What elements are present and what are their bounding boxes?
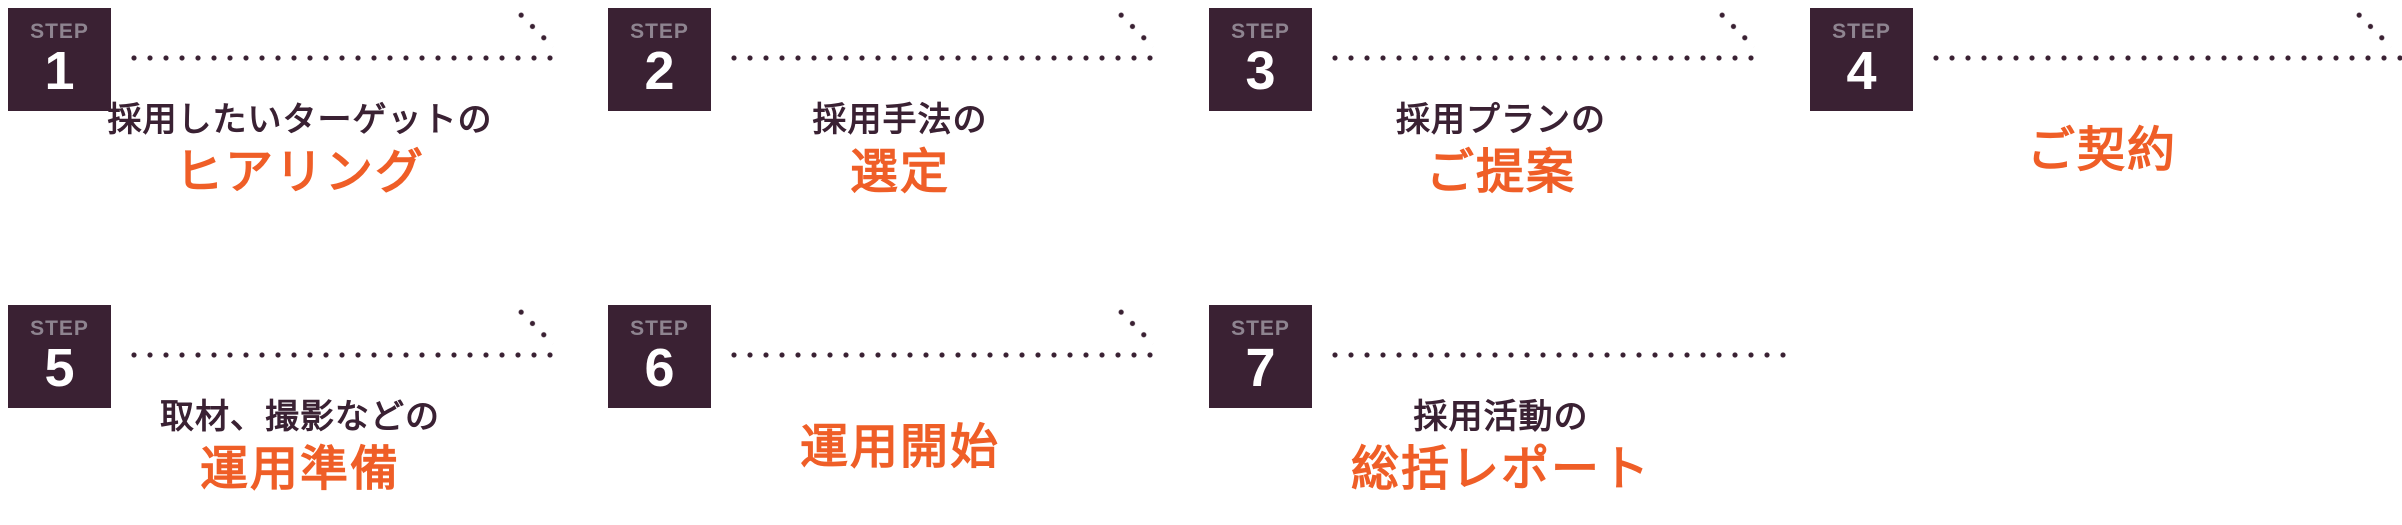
step-6-highlight: 運用開始 [799,421,1000,474]
step-4-number: 4 [1846,40,1877,101]
step-5-dotted-connector [131,352,555,358]
step-5: STEP 5 取材、撮影などの 運用準備 [0,305,600,520]
step-1-label: STEP [30,19,89,43]
step-3-label: STEP [1231,19,1290,43]
step-4-connector-tail [2354,10,2394,50]
step-3-box: STEP 3 [1209,8,1312,111]
step-6-box: STEP 6 [608,305,711,408]
step-7-dotted-connector [1332,352,1790,358]
step-4-box: STEP 4 [1810,8,1913,111]
step-7-title: 採用活動の [1413,398,1589,436]
step-2-connector-tail [1116,10,1156,50]
step-3-highlight: ご提案 [1425,146,1576,199]
step-2-number: 2 [644,40,675,101]
step-3-connector-tail [1717,10,1757,50]
step-6: STEP 6 運用開始 [600,305,1200,520]
step-4-dotted-connector [1933,55,2402,61]
step-1-highlight: ヒアリング [174,146,425,199]
step-4: STEP 4 ご契約 [1802,8,2402,223]
step-1-number: 1 [44,40,75,101]
step-2-highlight: 選定 [849,146,950,199]
step-6-number: 6 [644,337,675,398]
step-5-label: STEP [30,316,89,340]
step-6-dotted-connector [731,352,1155,358]
step-1-title: 採用したいターゲットの [107,101,493,139]
step-5-connector-tail [516,307,556,347]
step-3-dotted-connector [1332,55,1756,61]
step-1-box: STEP 1 [8,8,111,111]
step-3: STEP 3 採用プランの ご提案 [1201,8,1801,223]
step-7-text: 採用活動の 総括レポート [1201,395,1801,499]
step-3-title: 採用プランの [1396,101,1606,139]
step-4-label: STEP [1832,19,1891,43]
step-2: STEP 2 採用手法の 選定 [600,8,1200,223]
step-3-text: 採用プランの ご提案 [1201,98,1801,202]
step-5-box: STEP 5 [8,305,111,408]
step-6-label: STEP [630,316,689,340]
step-6-connector-tail [1116,307,1156,347]
step-4-text: ご契約 [1802,98,2402,180]
step-2-dotted-connector [731,55,1155,61]
step-1-connector-tail [516,10,556,50]
step-1-dotted-connector [131,55,555,61]
step-3-number: 3 [1245,40,1276,101]
step-5-number: 5 [44,337,75,398]
step-5-highlight: 運用準備 [199,443,400,496]
step-1: STEP 1 採用したいターゲットの ヒアリング [0,8,600,223]
step-7-highlight: 総括レポート [1350,443,1651,496]
step-7-label: STEP [1231,316,1290,340]
step-5-text: 取材、撮影などの 運用準備 [0,395,600,499]
step-6-text: 運用開始 [600,395,1200,477]
step-7-box: STEP 7 [1209,305,1312,408]
step-1-text: 採用したいターゲットの ヒアリング [0,98,600,202]
step-7-number: 7 [1245,337,1276,398]
step-5-title: 取材、撮影などの [160,398,440,436]
step-2-label: STEP [630,19,689,43]
step-2-text: 採用手法の 選定 [600,98,1200,202]
step-4-highlight: ご契約 [2026,124,2177,177]
step-2-title: 採用手法の [812,101,988,139]
step-2-box: STEP 2 [608,8,711,111]
step-7: STEP 7 採用活動の 総括レポート [1201,305,1801,520]
